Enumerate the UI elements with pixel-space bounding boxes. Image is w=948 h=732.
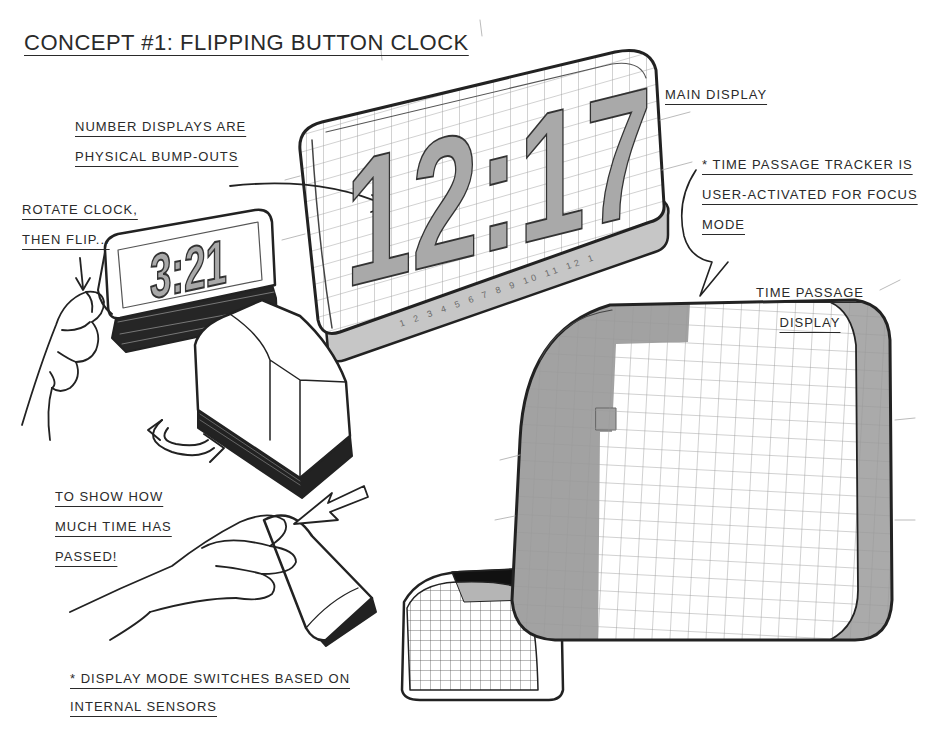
pressed-clock [264,516,376,646]
hand-press [70,515,296,640]
callout-label: MAIN DISPLAY [665,80,767,110]
callout-label: TIME PASSAGE DISPLAY [725,278,895,338]
rotate-arrow-down [76,258,90,290]
step-note: TO SHOW HOW MUCH TIME HAS PASSED! [55,482,190,572]
clock-digits: 12:17 [345,58,652,315]
callout-note: NUMBER DISPLAYS ARE PHYSICAL BUMP-OUTS [75,112,275,172]
flipped-clock [195,300,352,498]
rotation-arrow [148,420,224,462]
callout-note: * TIME PASSAGE TRACKER IS USER-ACTIVATED… [702,150,934,240]
time-passage-clock [495,280,915,640]
footnote: * DISPLAY MODE SWITCHES BASED ON INTERNA… [70,665,370,721]
sketch-title: CONCEPT #1: FLIPPING BUTTON CLOCK [24,26,469,60]
step-note: ROTATE CLOCK, THEN FLIP... [22,195,157,255]
clock-digits: 3:21 [150,230,227,309]
press-arrow [294,486,368,524]
hand-left [22,292,104,440]
